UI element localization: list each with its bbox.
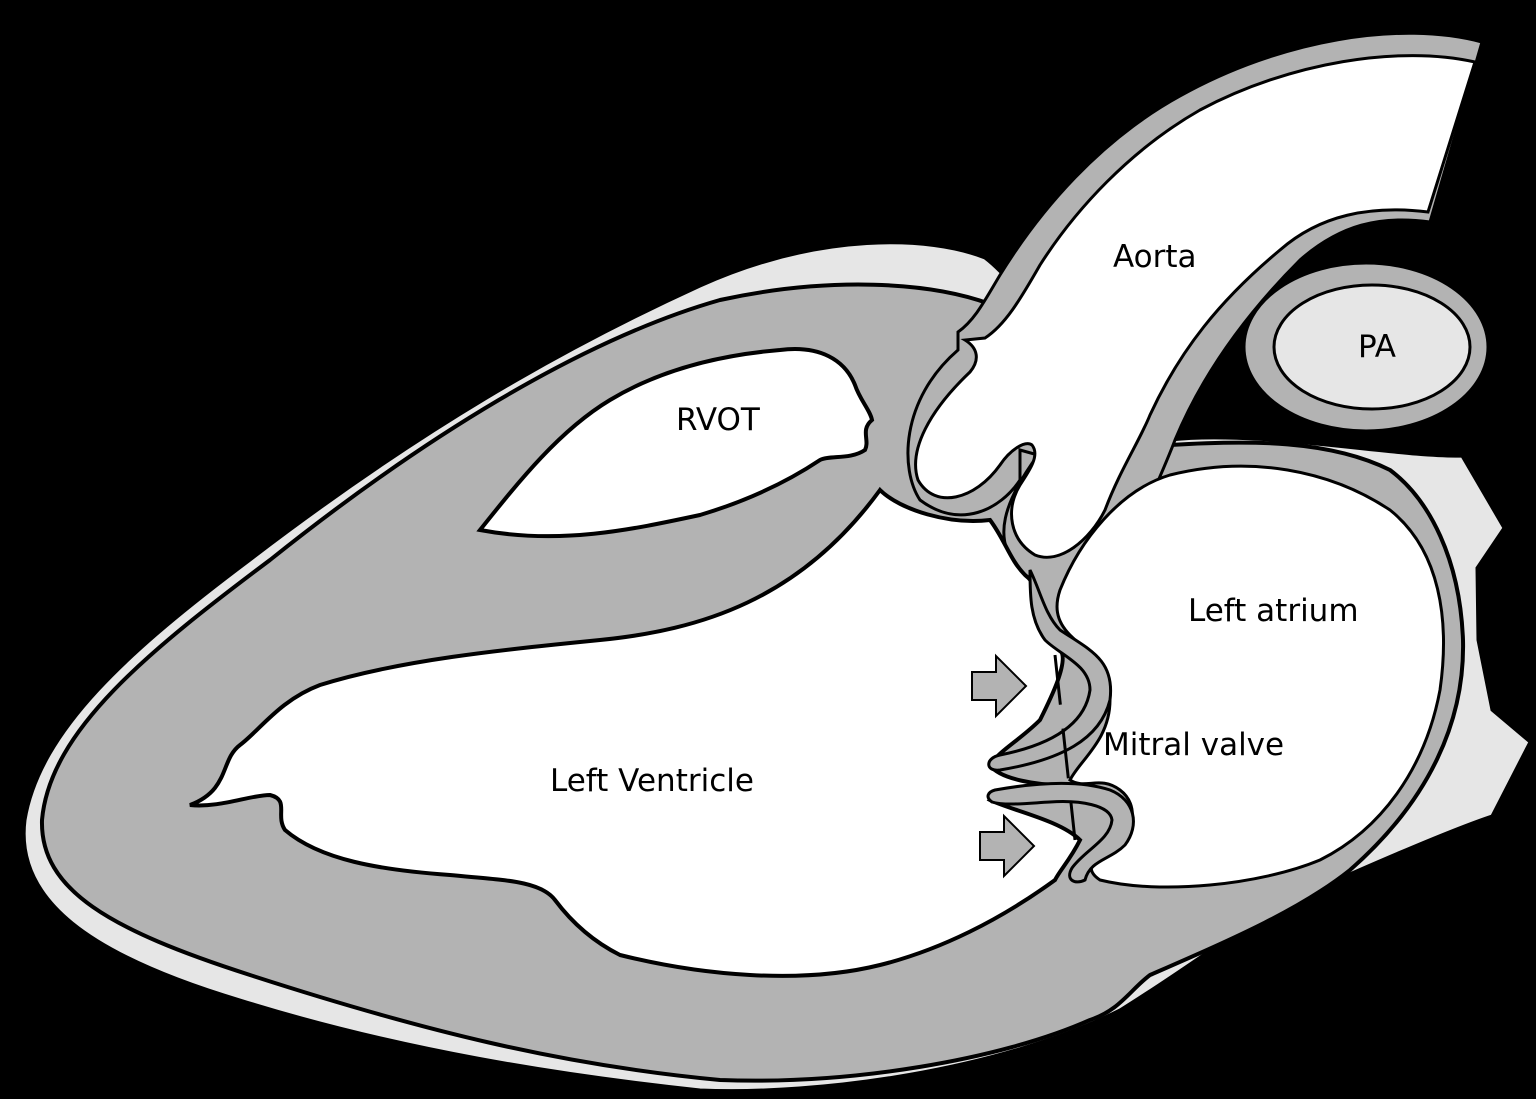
mitral-valve-label: Mitral valve bbox=[1103, 727, 1285, 763]
rvot-label: RVOT bbox=[676, 402, 760, 438]
left-ventricle-label: Left Ventricle bbox=[550, 763, 754, 799]
aorta-label: Aorta bbox=[1113, 239, 1197, 275]
left-atrium bbox=[1055, 464, 1445, 889]
mitral-leaflet-anterior bbox=[987, 569, 1113, 772]
mitral-leaflet-posterior bbox=[986, 781, 1135, 884]
rvot-chamber bbox=[476, 347, 875, 539]
left-atrium-label: Left atrium bbox=[1188, 593, 1359, 629]
pa-lumen bbox=[1272, 283, 1472, 411]
mitral-annulus-line bbox=[1053, 654, 1077, 841]
right-arrow-icon bbox=[971, 653, 1028, 719]
right-arrow-icon bbox=[979, 813, 1036, 879]
aorta-lumen bbox=[914, 54, 1477, 559]
pa-label: PA bbox=[1358, 329, 1396, 365]
